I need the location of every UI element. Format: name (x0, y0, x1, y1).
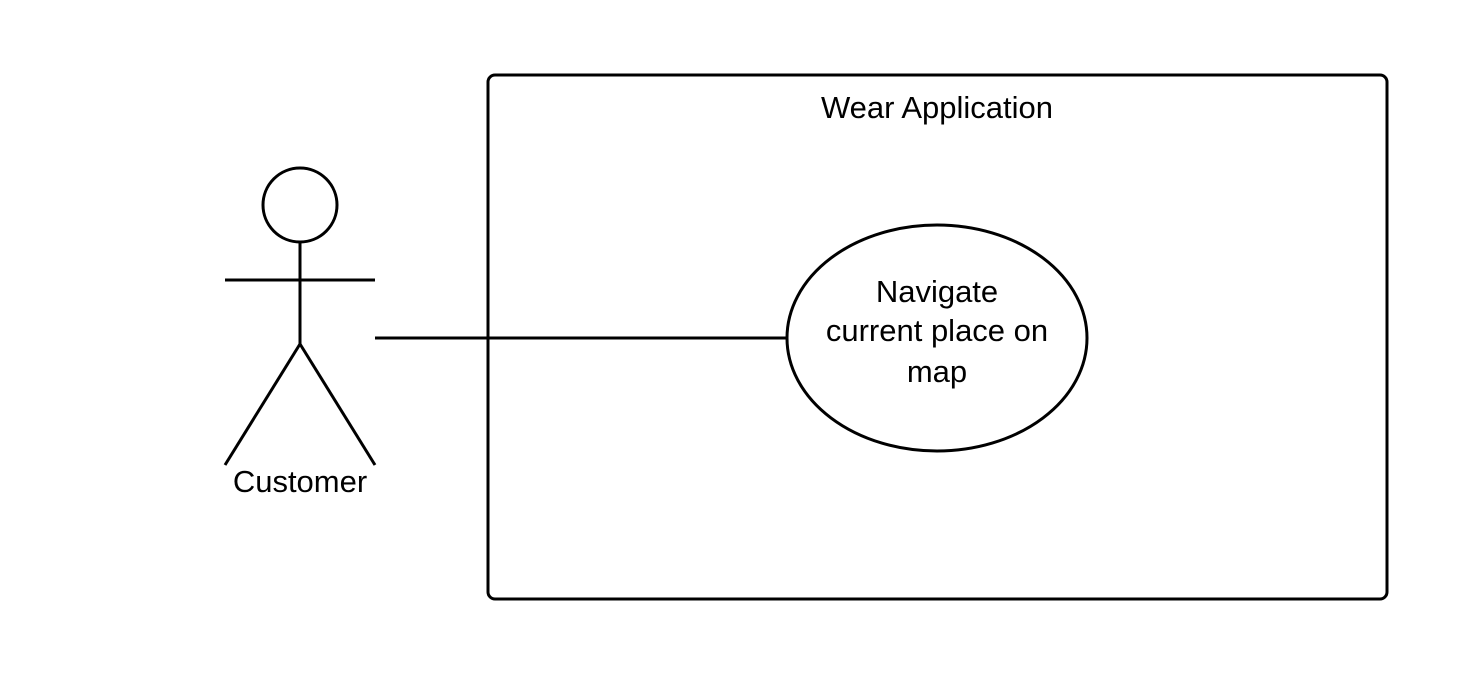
actor-customer (223, 166, 377, 466)
system-title: Wear Application (821, 90, 1053, 125)
actor-left-leg (223, 343, 302, 466)
actor-head (261, 166, 339, 244)
use-case-navigate: Navigate current place on map (785, 223, 1089, 453)
use-case-line-1: Navigate (876, 274, 998, 309)
actor-right-leg (298, 343, 377, 466)
use-case-line-3: map (907, 354, 967, 389)
actor-label: Customer (233, 464, 367, 499)
system-boundary: Wear Application (486, 73, 1389, 601)
use-case-ellipse (785, 223, 1089, 453)
use-case-line-2: current place on (826, 313, 1048, 348)
